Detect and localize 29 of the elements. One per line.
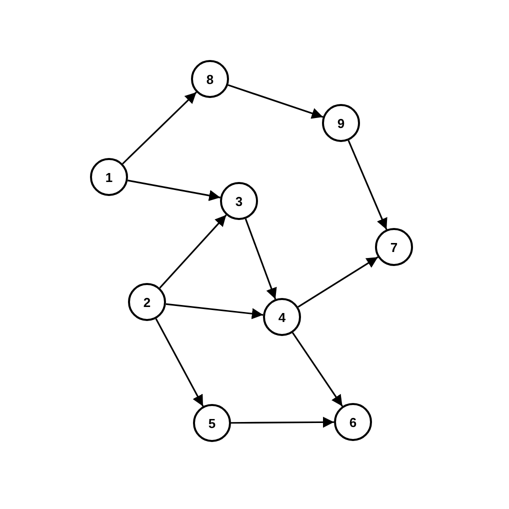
arrow [228, 84, 324, 119]
arrow [122, 92, 197, 164]
node-circle [375, 228, 413, 266]
node-circle [90, 158, 128, 196]
arrow [292, 332, 344, 407]
arrow [244, 218, 277, 300]
node-label: 6 [349, 414, 357, 430]
node-label: 7 [390, 240, 398, 254]
arrow [155, 318, 204, 407]
node-label: 8 [206, 72, 214, 86]
node-circle [191, 60, 229, 98]
node-circle [193, 404, 231, 442]
node-circle [220, 182, 258, 220]
node-label: 3 [235, 194, 243, 208]
node-label: 4 [278, 310, 286, 324]
node-circle [334, 403, 372, 441]
node-label: 1 [105, 170, 113, 184]
node-label: 2 [143, 294, 151, 310]
node-circle [263, 298, 301, 336]
node-label: 9 [337, 116, 345, 130]
arrow [128, 180, 220, 202]
arrow [348, 140, 388, 230]
node-circle [322, 104, 360, 142]
arrow [298, 256, 378, 308]
arrow [231, 416, 334, 428]
node-circle [128, 283, 166, 321]
node-label: 5 [208, 416, 216, 430]
arrow [159, 214, 227, 288]
arrow [166, 303, 264, 320]
